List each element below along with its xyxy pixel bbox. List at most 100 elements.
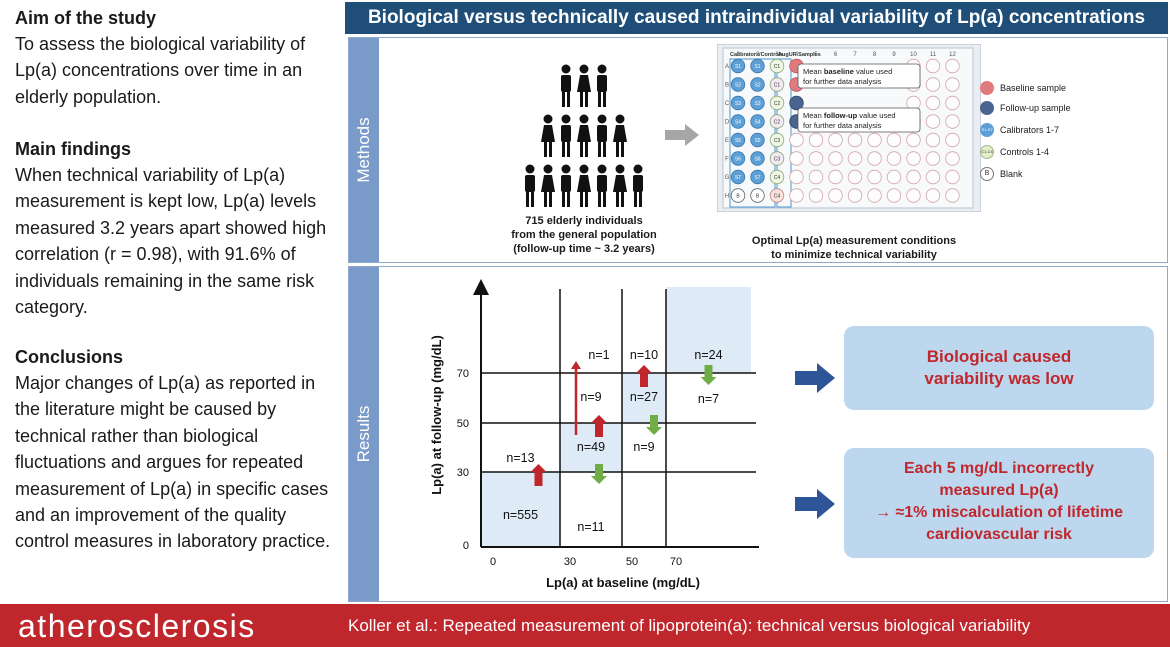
calibrators-swatch: S1-S7 [980, 123, 994, 137]
blank-swatch: B [980, 167, 994, 181]
plate-well: S4 [730, 114, 746, 129]
plate-well [945, 114, 960, 129]
plate-column-label: 8 [873, 52, 877, 58]
legend-calibrators-label: Calibrators 1-7 [1000, 125, 1060, 135]
arrow-up-icon [636, 365, 652, 387]
plate-well [945, 188, 960, 203]
conclusions-heading: Conclusions [15, 347, 124, 367]
cell-count-label: n=13 [506, 451, 534, 465]
cell-count-label: n=10 [630, 348, 658, 362]
plate-well [828, 151, 843, 166]
plate-well [886, 169, 902, 185]
plate-well [945, 58, 960, 74]
plate-well [847, 151, 863, 166]
legend-blank: B Blank [980, 167, 1023, 181]
y-tick-label: 50 [457, 418, 469, 430]
legend-baseline-label: Baseline sample [1000, 83, 1067, 93]
plate-caption-line-2: to minimize technical variability [771, 249, 937, 261]
footer-bar: atherosclerosis Koller et al.: Repeated … [0, 604, 1170, 647]
baseline-callout-line-2: for further data analysis [803, 77, 882, 86]
plate-well: C2 [769, 114, 785, 129]
plate-well [925, 114, 941, 129]
svg-text:S5: S5 [754, 138, 760, 144]
person-icon [613, 114, 627, 157]
cell-count-label: n=555 [503, 508, 538, 522]
plate-well: C3 [769, 151, 785, 166]
person-icon [597, 164, 607, 207]
plate-well [828, 188, 843, 203]
aim-section: Aim of the study To assess the biologica… [15, 5, 335, 110]
plate-well: C3 [769, 132, 785, 148]
methods-label: Methods [354, 117, 373, 183]
plate-column-label: 1 [736, 52, 740, 58]
plate-column-label: 4 [795, 52, 799, 58]
plate-well [925, 188, 941, 203]
svg-text:S6: S6 [735, 157, 741, 163]
plate-well: S5 [750, 132, 765, 148]
plate-well [925, 58, 941, 74]
svg-text:S1: S1 [735, 64, 741, 70]
results-label-bar: Results [349, 267, 379, 601]
plate-well [867, 151, 882, 166]
plate-well [945, 151, 960, 166]
plate-well [789, 188, 804, 203]
svg-text:S4: S4 [735, 120, 741, 126]
plate-caption: Optimal Lp(a) measurement conditions to … [709, 234, 999, 262]
svg-text:C3: C3 [774, 157, 781, 163]
x-tick-label: 0 [490, 556, 496, 568]
plate-well: C2 [769, 95, 785, 111]
svg-text:B: B [756, 194, 760, 200]
svg-text:C2: C2 [774, 101, 781, 107]
result-box-line-3: → ≈1% miscalculation of lifetime [875, 504, 1123, 521]
followup-callout-line-2: for further data analysis [803, 121, 882, 130]
svg-text:C1: C1 [774, 83, 781, 89]
plate-header-left: Calibrators/Controls [730, 52, 783, 58]
svg-text:S7: S7 [754, 175, 760, 181]
svg-text:S3: S3 [754, 101, 760, 107]
plate-well: C1 [769, 58, 785, 74]
cell-count-label: n=9 [580, 390, 601, 404]
cell-count-label: n=9 [633, 440, 654, 454]
svg-text:S2: S2 [735, 83, 741, 89]
arrow-down-icon [700, 365, 717, 385]
plate-well [847, 188, 863, 203]
person-icon [613, 164, 627, 207]
person-icon [577, 164, 591, 207]
legend-baseline: Baseline sample [980, 81, 1066, 95]
plate-well [945, 95, 960, 111]
plate-well [867, 132, 882, 148]
plate-well [906, 151, 921, 166]
plate-well: S6 [730, 151, 746, 166]
cell-count-label: n=24 [694, 348, 722, 362]
followup-swatch [980, 101, 994, 115]
risk-category-chart: n=555n=13n=11n=49n=9n=1n=9n=27n=10n=7n=2… [429, 279, 759, 590]
plate-well [886, 188, 902, 203]
main-title: Biological versus technically caused int… [345, 2, 1168, 34]
plate-column-label: 11 [930, 52, 937, 58]
y-tick-label: 30 [457, 467, 469, 479]
x-tick-label: 30 [564, 556, 576, 568]
plate-row-label: E [725, 138, 729, 144]
plate-column-label: 5 [814, 52, 818, 58]
baseline-callout [797, 63, 921, 89]
arrow-up-icon [591, 415, 607, 437]
plate-column-label: 7 [853, 52, 857, 58]
arrow-down-icon [646, 415, 662, 435]
plate-well [925, 169, 941, 185]
plate-well [925, 95, 941, 111]
result-box-line-1: Each 5 mg/dL incorrectly [904, 460, 1094, 477]
cell-count-label: n=7 [698, 392, 719, 406]
findings-heading: Main findings [15, 139, 131, 159]
plate-well [867, 188, 882, 203]
svg-text:C3: C3 [774, 138, 781, 144]
plate-column-label: 10 [910, 52, 917, 58]
person-icon [541, 164, 555, 207]
followup-callout-line-1: Mean follow-up value used [803, 111, 896, 120]
plate-well: S3 [750, 95, 765, 111]
plate-well: S3 [730, 95, 746, 111]
plate-well [789, 169, 804, 185]
controls-swatch: C1-C4 [980, 145, 994, 159]
aim-text: To assess the biological variability of … [15, 34, 306, 107]
plate-well: S6 [750, 151, 765, 166]
